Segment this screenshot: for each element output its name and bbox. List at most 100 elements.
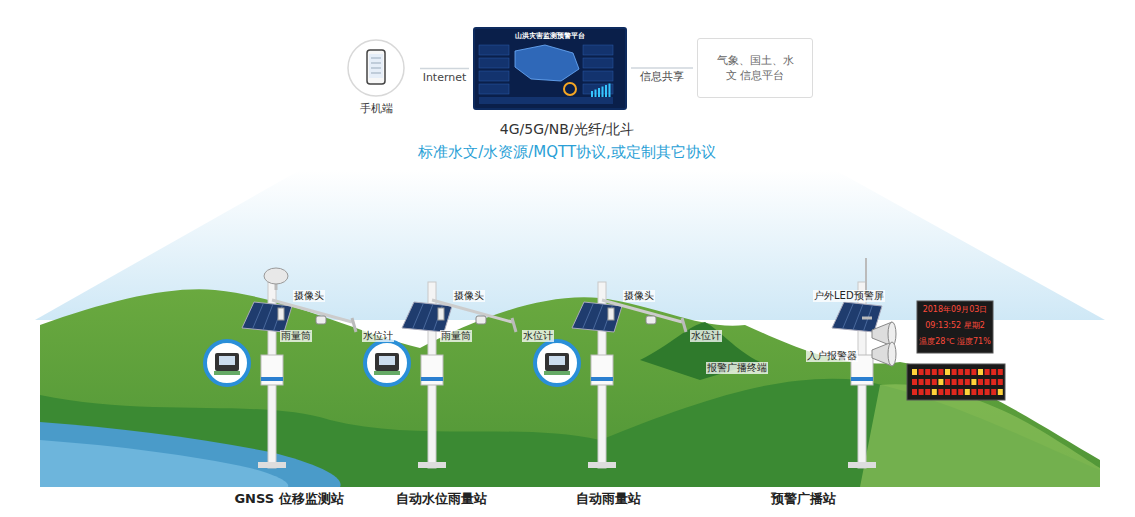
cross-arm: [602, 300, 682, 322]
edge-label: Internet: [421, 71, 469, 84]
led-dot: [912, 369, 917, 375]
led-dot: [998, 379, 1003, 385]
logger-inset: [205, 341, 249, 385]
solar-panel: [402, 302, 452, 332]
phone-row: [371, 73, 381, 74]
logger-inset: [535, 341, 579, 385]
led-dot: [991, 369, 996, 375]
dashboard-panel: [583, 58, 613, 68]
node-caption: 手机端: [336, 101, 416, 116]
dashboard-bar: [605, 85, 607, 97]
led-dot: [978, 369, 983, 375]
rain-gauge: [278, 308, 284, 320]
dashboard-bar: [598, 88, 600, 97]
part-name: 水位计: [362, 330, 394, 342]
logger-keys: [544, 371, 570, 375]
box-stripe: [851, 377, 873, 381]
phone-icon: [346, 38, 406, 98]
solar-panel: [832, 302, 882, 332]
dashboard-bar: [602, 87, 604, 98]
rain-gauge: [438, 308, 444, 320]
dashboard-bar: [609, 84, 611, 98]
cross-arm: [432, 300, 512, 322]
led-dot: [998, 389, 1003, 395]
part-name: 水位计: [690, 330, 722, 342]
part-name: 水位计: [522, 330, 554, 342]
river: [40, 422, 341, 487]
dashboard-map: [515, 45, 579, 81]
sensor-arm: [352, 318, 356, 332]
box-stripe: [591, 377, 613, 381]
part-name: 摄像头: [453, 290, 485, 302]
phone-node: 手机端: [336, 38, 416, 116]
pole-base: [848, 462, 876, 468]
led-dot: [919, 389, 924, 395]
led-dot: [971, 389, 976, 395]
led-dot: [925, 379, 930, 385]
led-dot: [971, 369, 976, 375]
led-dot: [958, 389, 963, 395]
led-dot: [925, 389, 930, 395]
led-dot: [998, 369, 1003, 375]
station-name: 自动雨量站: [576, 491, 641, 507]
speaker-arm: [862, 317, 872, 320]
panel-line: [263, 304, 273, 330]
pole-base: [588, 462, 616, 468]
camera: [646, 316, 656, 324]
phone-row: [371, 63, 381, 64]
led-dot: [971, 379, 976, 385]
logger-keys: [374, 371, 400, 375]
gnss-antenna: [264, 268, 288, 290]
dashboard-panel: [583, 45, 613, 55]
station-group: [205, 282, 882, 468]
camera: [316, 316, 326, 324]
panel-line: [583, 303, 594, 329]
led-dot: [965, 389, 970, 395]
box-stripe: [421, 377, 443, 381]
led-dot: [938, 369, 943, 375]
dashboard-bar: [595, 90, 597, 98]
station-name: 自动水位雨量站: [396, 491, 487, 507]
loudspeakers: [872, 322, 896, 366]
led-dot: [985, 389, 990, 395]
part-name: 户外LED预警屏: [813, 290, 885, 302]
pole-base: [258, 462, 286, 468]
led-dot: [965, 379, 970, 385]
part-name: 摄像头: [293, 290, 325, 302]
logger-inset: [365, 341, 409, 385]
dashboard-footer: [479, 97, 613, 104]
phone-circle: [348, 40, 404, 96]
led-text: 09:13:52 星期2: [925, 321, 985, 331]
front-hills: [40, 379, 1100, 487]
led-dot: [978, 389, 983, 395]
box-stripe: [261, 377, 283, 381]
part-name: 报警广播终端: [706, 362, 768, 374]
led-dot: [991, 379, 996, 385]
control-box: [421, 355, 443, 385]
led-dot: [919, 369, 924, 375]
led-dot: [952, 389, 957, 395]
panel-grid: [843, 303, 873, 331]
logger-device: [375, 353, 399, 371]
led-text: 2018年09月03日: [923, 305, 988, 315]
led-dot: [958, 369, 963, 375]
screen-node: 山洪灾害监测预警平台: [473, 27, 627, 110]
dashboard-art: [475, 29, 617, 108]
edge-label: 信息共享: [638, 70, 686, 83]
network-text: 4G/5G/NB/光纤/北斗: [500, 121, 634, 138]
led-dot: [945, 389, 950, 395]
led-dot: [938, 379, 943, 385]
led-dot: [952, 369, 957, 375]
dashboard-panel: [479, 45, 509, 55]
led-dot: [932, 379, 937, 385]
led-dot: [965, 369, 970, 375]
led-dot: [991, 389, 996, 395]
dashboard-title: 山洪灾害监测预警平台: [475, 31, 625, 41]
phone-body: [367, 50, 385, 84]
station-name: GNSS 位移监测站: [234, 491, 343, 507]
connector-line: [420, 68, 469, 70]
platform-text: 气象、国土、水文 信息平台: [713, 53, 797, 84]
led-dot: [932, 369, 937, 375]
back-mountains: [40, 289, 1100, 487]
